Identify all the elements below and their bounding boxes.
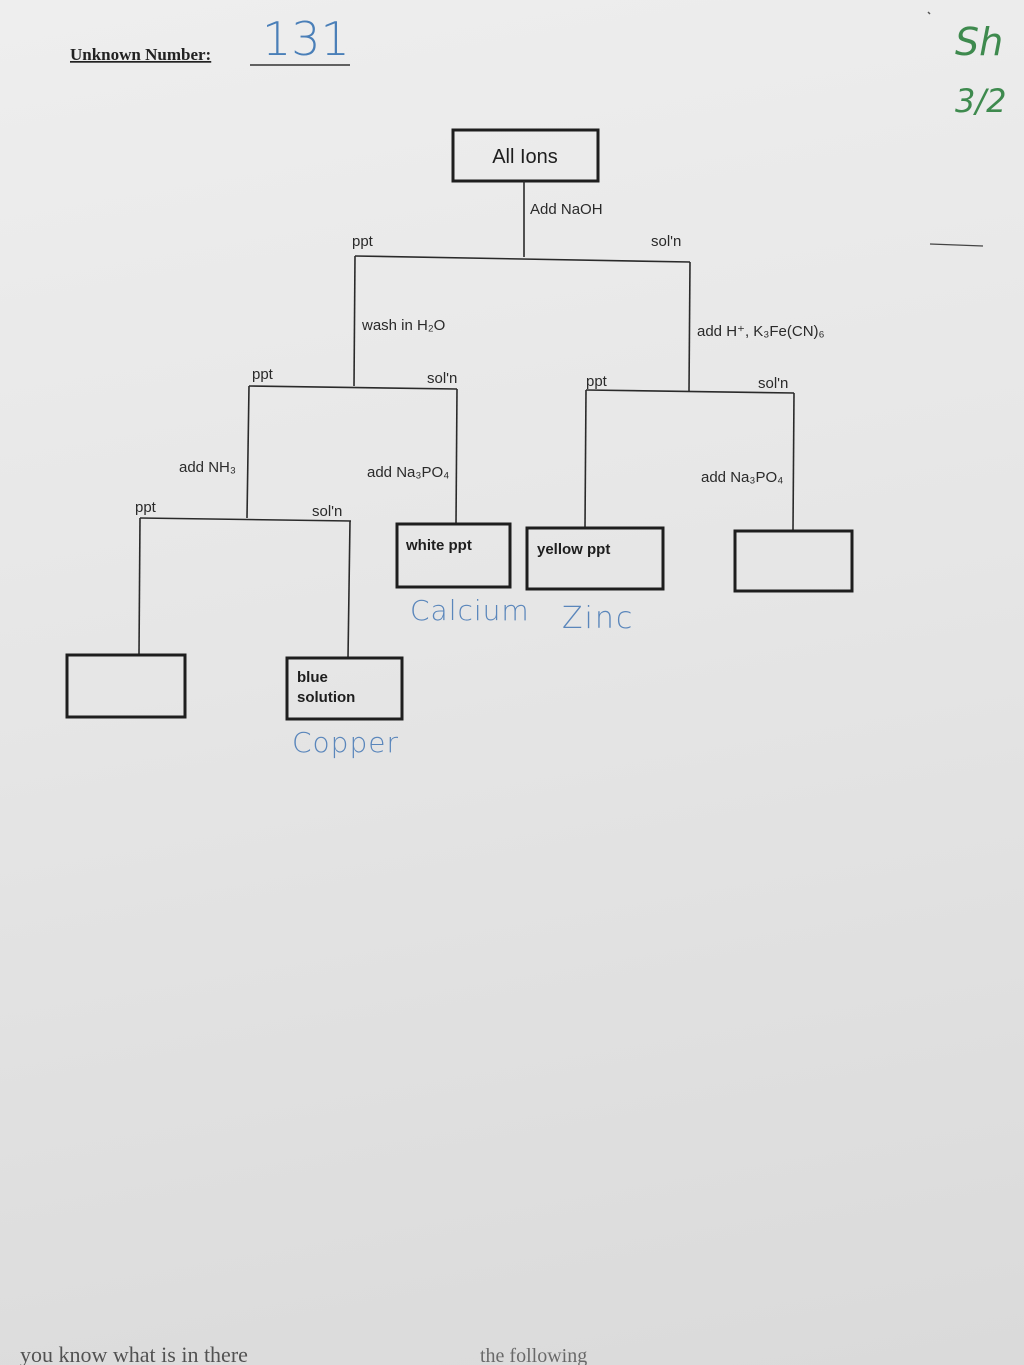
nh3-stem [246, 385, 250, 519]
step3-a-soln-label: sol'n [312, 503, 342, 520]
white-ppt-label: white ppt [405, 537, 472, 554]
step3-a-label: add NH₃ [179, 459, 236, 476]
root-box [451, 128, 600, 183]
blue-drop [347, 520, 351, 659]
na3po4-left-stem [455, 388, 458, 525]
step1-ppt-label: ppt [352, 233, 374, 250]
date: 3/2 [955, 82, 1007, 120]
blue-solution-line2: solution [297, 689, 355, 706]
step1-label: Add NaOH [530, 201, 603, 218]
margin-tick [927, 11, 931, 15]
blue-solution-line1: blue [297, 669, 328, 686]
handwritten-zinc: Zinc [562, 601, 634, 636]
left-branch-stem [353, 255, 356, 387]
far-left-drop [138, 517, 141, 655]
level2-right-crossbar [585, 389, 795, 394]
step3-a-ppt-label: ppt [135, 499, 157, 516]
yellow-ppt-box [525, 526, 665, 591]
level1-crossbar [354, 255, 691, 263]
na3po4-right-stem [792, 392, 795, 531]
step3-b-label: add Na₃PO₄ [367, 464, 449, 481]
margin-dash [929, 243, 984, 247]
step2-left-ppt-label: ppt [252, 366, 274, 383]
footer-right-fragment: the following [480, 1345, 587, 1365]
white-ppt-box [395, 522, 512, 589]
step2-left-label: wash in H₂O [361, 317, 445, 334]
initials: Sh [955, 20, 1003, 64]
blue-solution-box [285, 656, 404, 721]
root-label: All Ions [492, 146, 558, 168]
handwritten-calcium: Calcium [410, 594, 530, 627]
step2-right-soln-label: sol'n [758, 375, 788, 392]
step2-right-label: add H⁺, K₃Fe(CN)₆ [697, 323, 825, 340]
right-branch-stem [688, 261, 691, 392]
far-right-answer-box [733, 529, 854, 593]
step2-left-soln-label: sol'n [427, 370, 457, 387]
step3-d-label: add Na₃PO₄ [701, 469, 783, 486]
yellow-drop [584, 389, 587, 528]
level3-nh3-crossbar [139, 517, 352, 522]
far-left-answer-box [65, 653, 187, 719]
handwritten-copper: Copper [292, 726, 399, 759]
step2-right-ppt-label: ppt [586, 373, 608, 390]
yellow-ppt-label: yellow ppt [537, 541, 610, 558]
unknown-number-label: Unknown Number: [70, 45, 211, 64]
footer-left-fragment: you know what is in there [20, 1342, 248, 1365]
unknown-number-value: 131 [262, 12, 350, 66]
level2-left-crossbar [248, 385, 458, 390]
step1-soln-label: sol'n [651, 233, 681, 250]
